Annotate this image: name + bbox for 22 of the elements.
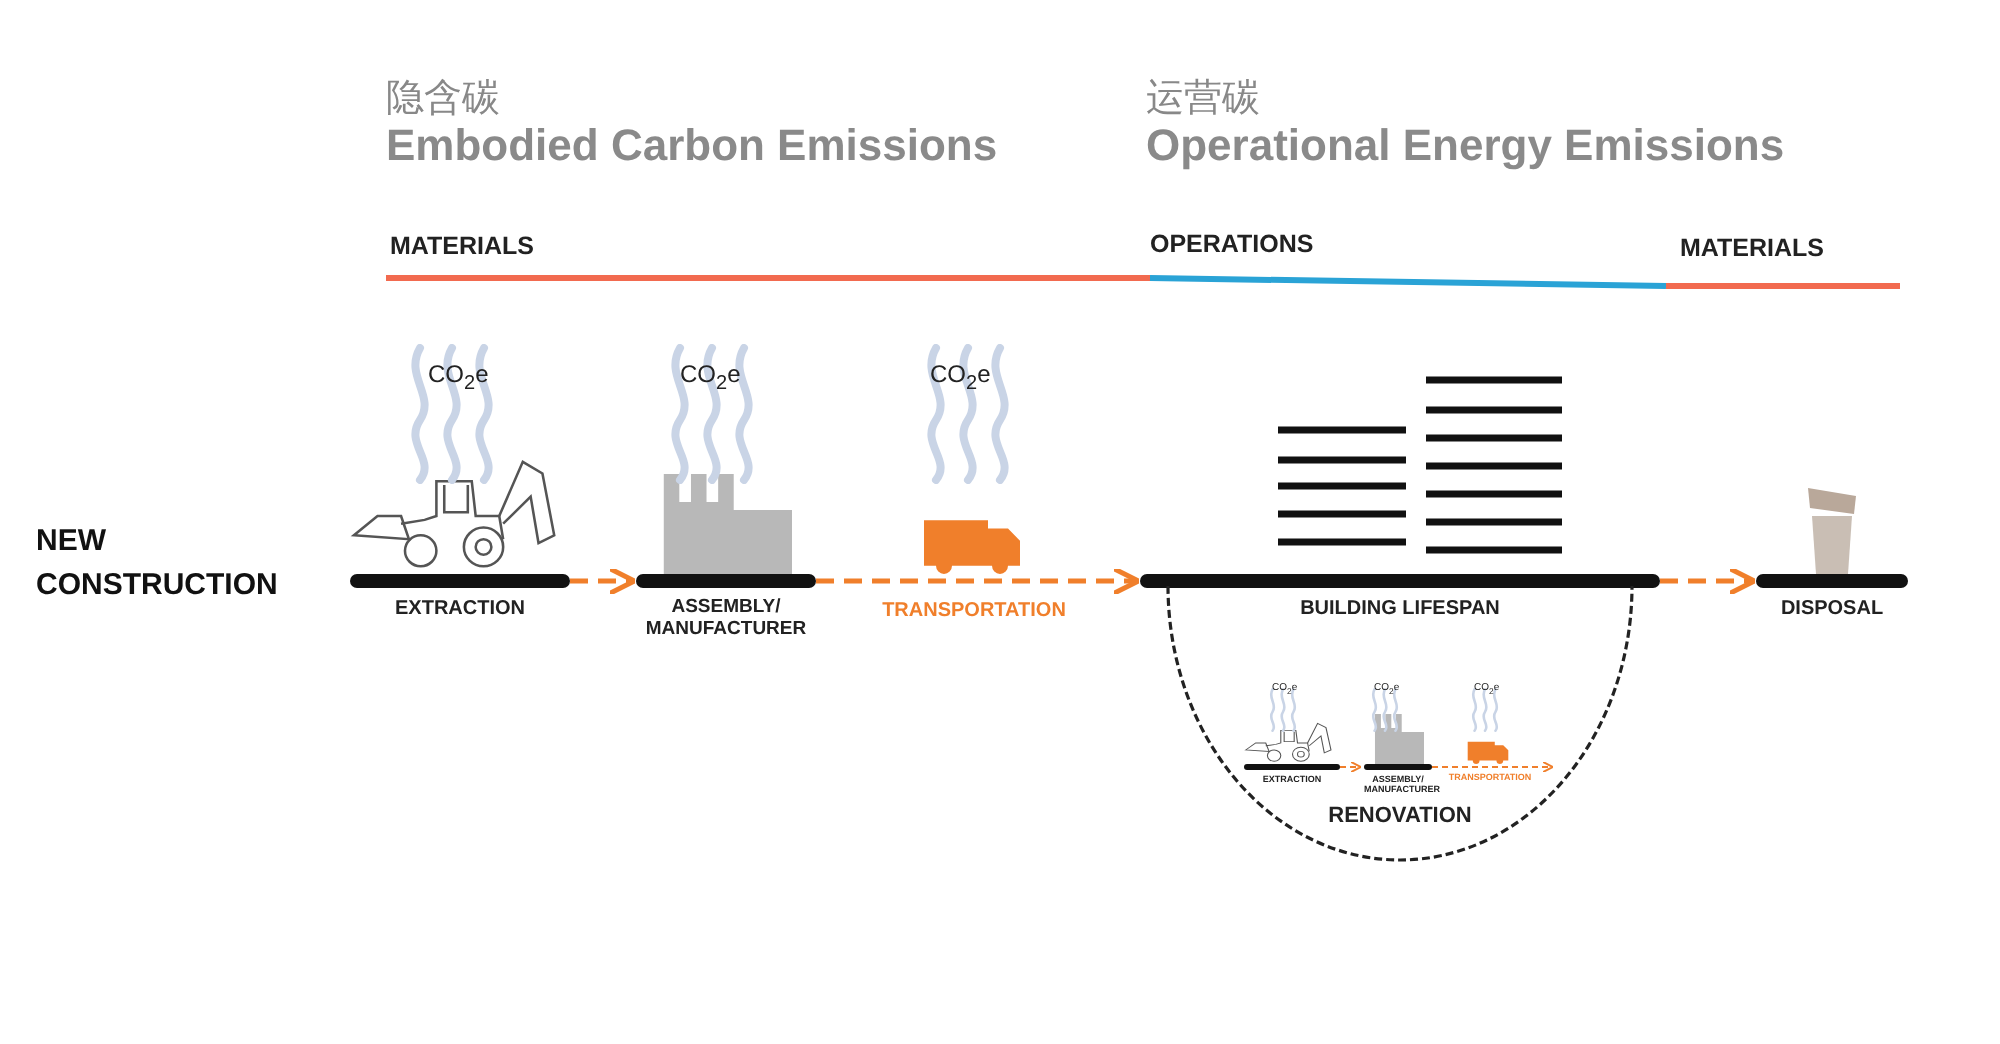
emission-label: CO$_{2}$e [428, 360, 489, 395]
stage-label: RENOVATION [1326, 804, 1474, 830]
phase-label: MATERIALS [390, 232, 534, 260]
edge-label: TRANSPORTATION [882, 600, 1066, 622]
emission-label: CO$_{2}$e [680, 360, 741, 395]
heading: Operational Energy Emissions [1146, 120, 1785, 172]
stage-label: BUILDING LIFESPAN [1298, 598, 1502, 621]
dashed-arrow [1339, 761, 1362, 773]
stage-label: DISPOSAL [1778, 598, 1886, 621]
phase-label: OPERATIONS [1150, 230, 1314, 258]
subtitle: 隐含碳 [386, 76, 500, 124]
heading: Embodied Carbon Emissions [386, 120, 998, 172]
subtitle: 运营碳 [1146, 76, 1260, 124]
stage-label: EXTRACTION [393, 598, 527, 621]
emission-label: CO$_{2}$e [930, 360, 991, 395]
dashed-arrow [1660, 566, 1757, 596]
dashed-arrow [816, 566, 1141, 596]
dashed-arrow [570, 566, 637, 596]
dashed-arrow [1431, 761, 1554, 773]
phase-label: MATERIALS [1680, 234, 1824, 262]
stage-label: ASSEMBLY/ MANUFACTURER [643, 598, 809, 642]
row-label: NEW CONSTRUCTION [36, 522, 280, 606]
